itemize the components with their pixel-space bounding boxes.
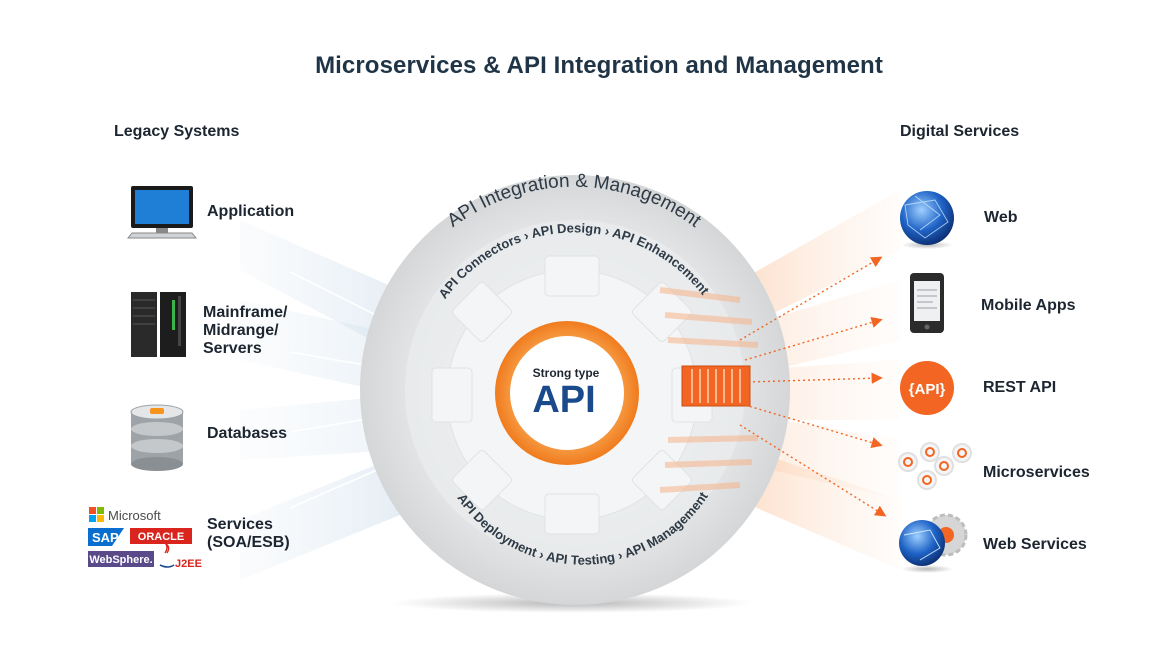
digital-item-web: Web (984, 209, 1018, 226)
mobile-device-icon (910, 273, 944, 333)
output-arrows (739, 256, 887, 517)
microsoft-logo: Microsoft (89, 507, 161, 523)
legacy-item-databases: Databases (207, 425, 288, 442)
database-icon (130, 404, 184, 471)
legacy-item-mainframe: Mainframe/ Midrange/ Servers (203, 304, 288, 357)
svg-text:WebSphere.: WebSphere. (89, 554, 152, 566)
monitor-icon (126, 186, 198, 239)
legacy-systems-heading: Legacy Systems (114, 123, 240, 140)
vendor-logos: Microsoft SAP ORACLE WebSphere. J2EE (88, 507, 202, 570)
globe-icon (900, 191, 954, 249)
svg-text:SAP: SAP (92, 530, 119, 545)
gear-shape (431, 255, 713, 535)
digital-item-microservices: Microservices (983, 464, 1090, 481)
server-rack-icon (131, 292, 186, 357)
digital-item-web-services: Web Services (983, 536, 1087, 553)
svg-text:J2EE: J2EE (175, 558, 202, 570)
container-racks (659, 287, 759, 493)
shipping-container-icon (681, 365, 751, 407)
center-caption: Strong type (533, 366, 600, 380)
sap-logo: SAP (88, 528, 124, 546)
page-title: Microservices & API Integration and Mana… (315, 52, 883, 79)
svg-text:ORACLE: ORACLE (138, 531, 184, 543)
legacy-item-services: Services (SOA/ESB) (207, 516, 290, 551)
rest-api-icon: {API} (900, 361, 954, 415)
gears-icon (898, 442, 972, 490)
api-hub (360, 175, 790, 613)
digital-services-heading: Digital Services (900, 123, 1020, 140)
center-title: API (532, 379, 595, 421)
globe-gear-icon (899, 513, 968, 573)
websphere-logo: WebSphere. (88, 551, 154, 567)
digital-item-rest-api: REST API (983, 379, 1057, 396)
svg-text:Microsoft: Microsoft (108, 508, 161, 523)
digital-item-mobile-apps: Mobile Apps (981, 297, 1076, 314)
j2ee-logo: J2EE (159, 542, 202, 570)
legacy-item-application: Application (207, 203, 295, 220)
svg-text:{API}: {API} (909, 381, 946, 398)
oracle-logo: ORACLE (130, 528, 192, 544)
